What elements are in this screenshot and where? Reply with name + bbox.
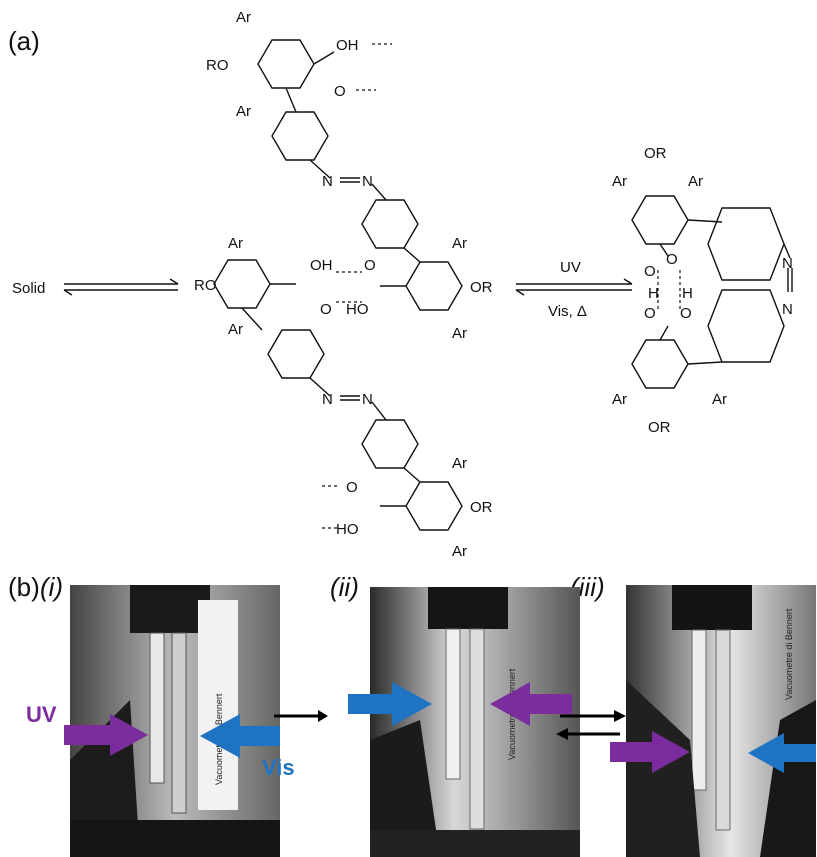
atom-o: O	[346, 479, 358, 496]
atom-o: O	[364, 257, 376, 274]
atom-ho: HO	[336, 521, 359, 538]
atom-ar: Ar	[236, 103, 251, 120]
atom-ho: HO	[346, 301, 369, 318]
atom-h: H	[648, 285, 659, 302]
atom-ar: Ar	[452, 325, 467, 342]
photo-iii: Vacuometre di Bennert	[626, 585, 816, 857]
atom-ar: Ar	[688, 173, 703, 190]
vis-arrow-photo-iii	[748, 733, 816, 773]
atom-ar: Ar	[452, 235, 467, 252]
atom-ar: Ar	[612, 391, 627, 408]
panel-label-ii: (ii)	[330, 572, 359, 602]
vis-arrow-photo-ii	[348, 682, 432, 726]
atom-n: N	[322, 173, 333, 190]
atom-ar: Ar	[236, 9, 251, 26]
atom-oh: OH	[310, 257, 333, 274]
atom-or: OR	[648, 419, 671, 436]
atom-ar: Ar	[712, 391, 727, 408]
atom-o: O	[320, 301, 332, 318]
equilibrium-arrow-left	[63, 278, 179, 296]
equilibrium-arrows-ii-iii	[556, 710, 626, 740]
atom-o: O	[644, 305, 656, 322]
photo-i: Vacuometre di Bennert	[70, 585, 280, 857]
atom-n: N	[362, 173, 373, 190]
atom-or: OR	[644, 145, 667, 162]
atom-o: O	[666, 251, 678, 268]
photo-ii: Vacuometre di Bennert	[370, 587, 580, 857]
transition-arrow-i-ii	[274, 710, 328, 722]
atom-h: H	[682, 285, 693, 302]
cis-macrocycle: OR Ar Ar O O H H O O N N Ar Ar OR	[612, 145, 793, 436]
uv-arrow-photo-ii	[490, 682, 572, 726]
vis-label: Vis	[262, 755, 295, 780]
atom-o: O	[644, 263, 656, 280]
atom-or: OR	[470, 279, 493, 296]
atom-ar: Ar	[228, 321, 243, 338]
atom-oh: OH	[336, 37, 359, 54]
panel-label-b: (b)	[8, 572, 40, 602]
solid-label: Solid	[12, 280, 45, 297]
vis-heat-condition: Vis, Δ	[548, 303, 587, 320]
atom-ar: Ar	[228, 235, 243, 252]
uv-arrow-photo-i	[64, 714, 148, 756]
uv-arrow-photo-iii	[610, 731, 690, 773]
equilibrium-arrow-right	[515, 278, 633, 296]
atom-or: OR	[470, 499, 493, 516]
panel-label-a: (a)	[8, 26, 40, 56]
atom-o: O	[680, 305, 692, 322]
atom-n: N	[322, 391, 333, 408]
atom-ar: Ar	[452, 543, 467, 560]
uv-condition: UV	[560, 259, 581, 276]
atom-n: N	[362, 391, 373, 408]
vis-arrow-photo-i	[200, 714, 280, 758]
uv-label: UV	[26, 702, 57, 727]
atom-n: N	[782, 255, 793, 272]
atom-ro: RO	[206, 57, 229, 74]
hydrogen-bonded-dimer: Ar RO Ar OH O N N Ar RO Ar OH O O HO Ar …	[194, 9, 493, 560]
atom-n: N	[782, 301, 793, 318]
panel-label-i: (i)	[40, 572, 63, 602]
atom-ro: RO	[194, 277, 217, 294]
atom-o: O	[334, 83, 346, 100]
atom-ar: Ar	[452, 455, 467, 472]
vacuometer-label: Vacuometre di Bennert	[784, 608, 794, 700]
atom-ar: Ar	[612, 173, 627, 190]
